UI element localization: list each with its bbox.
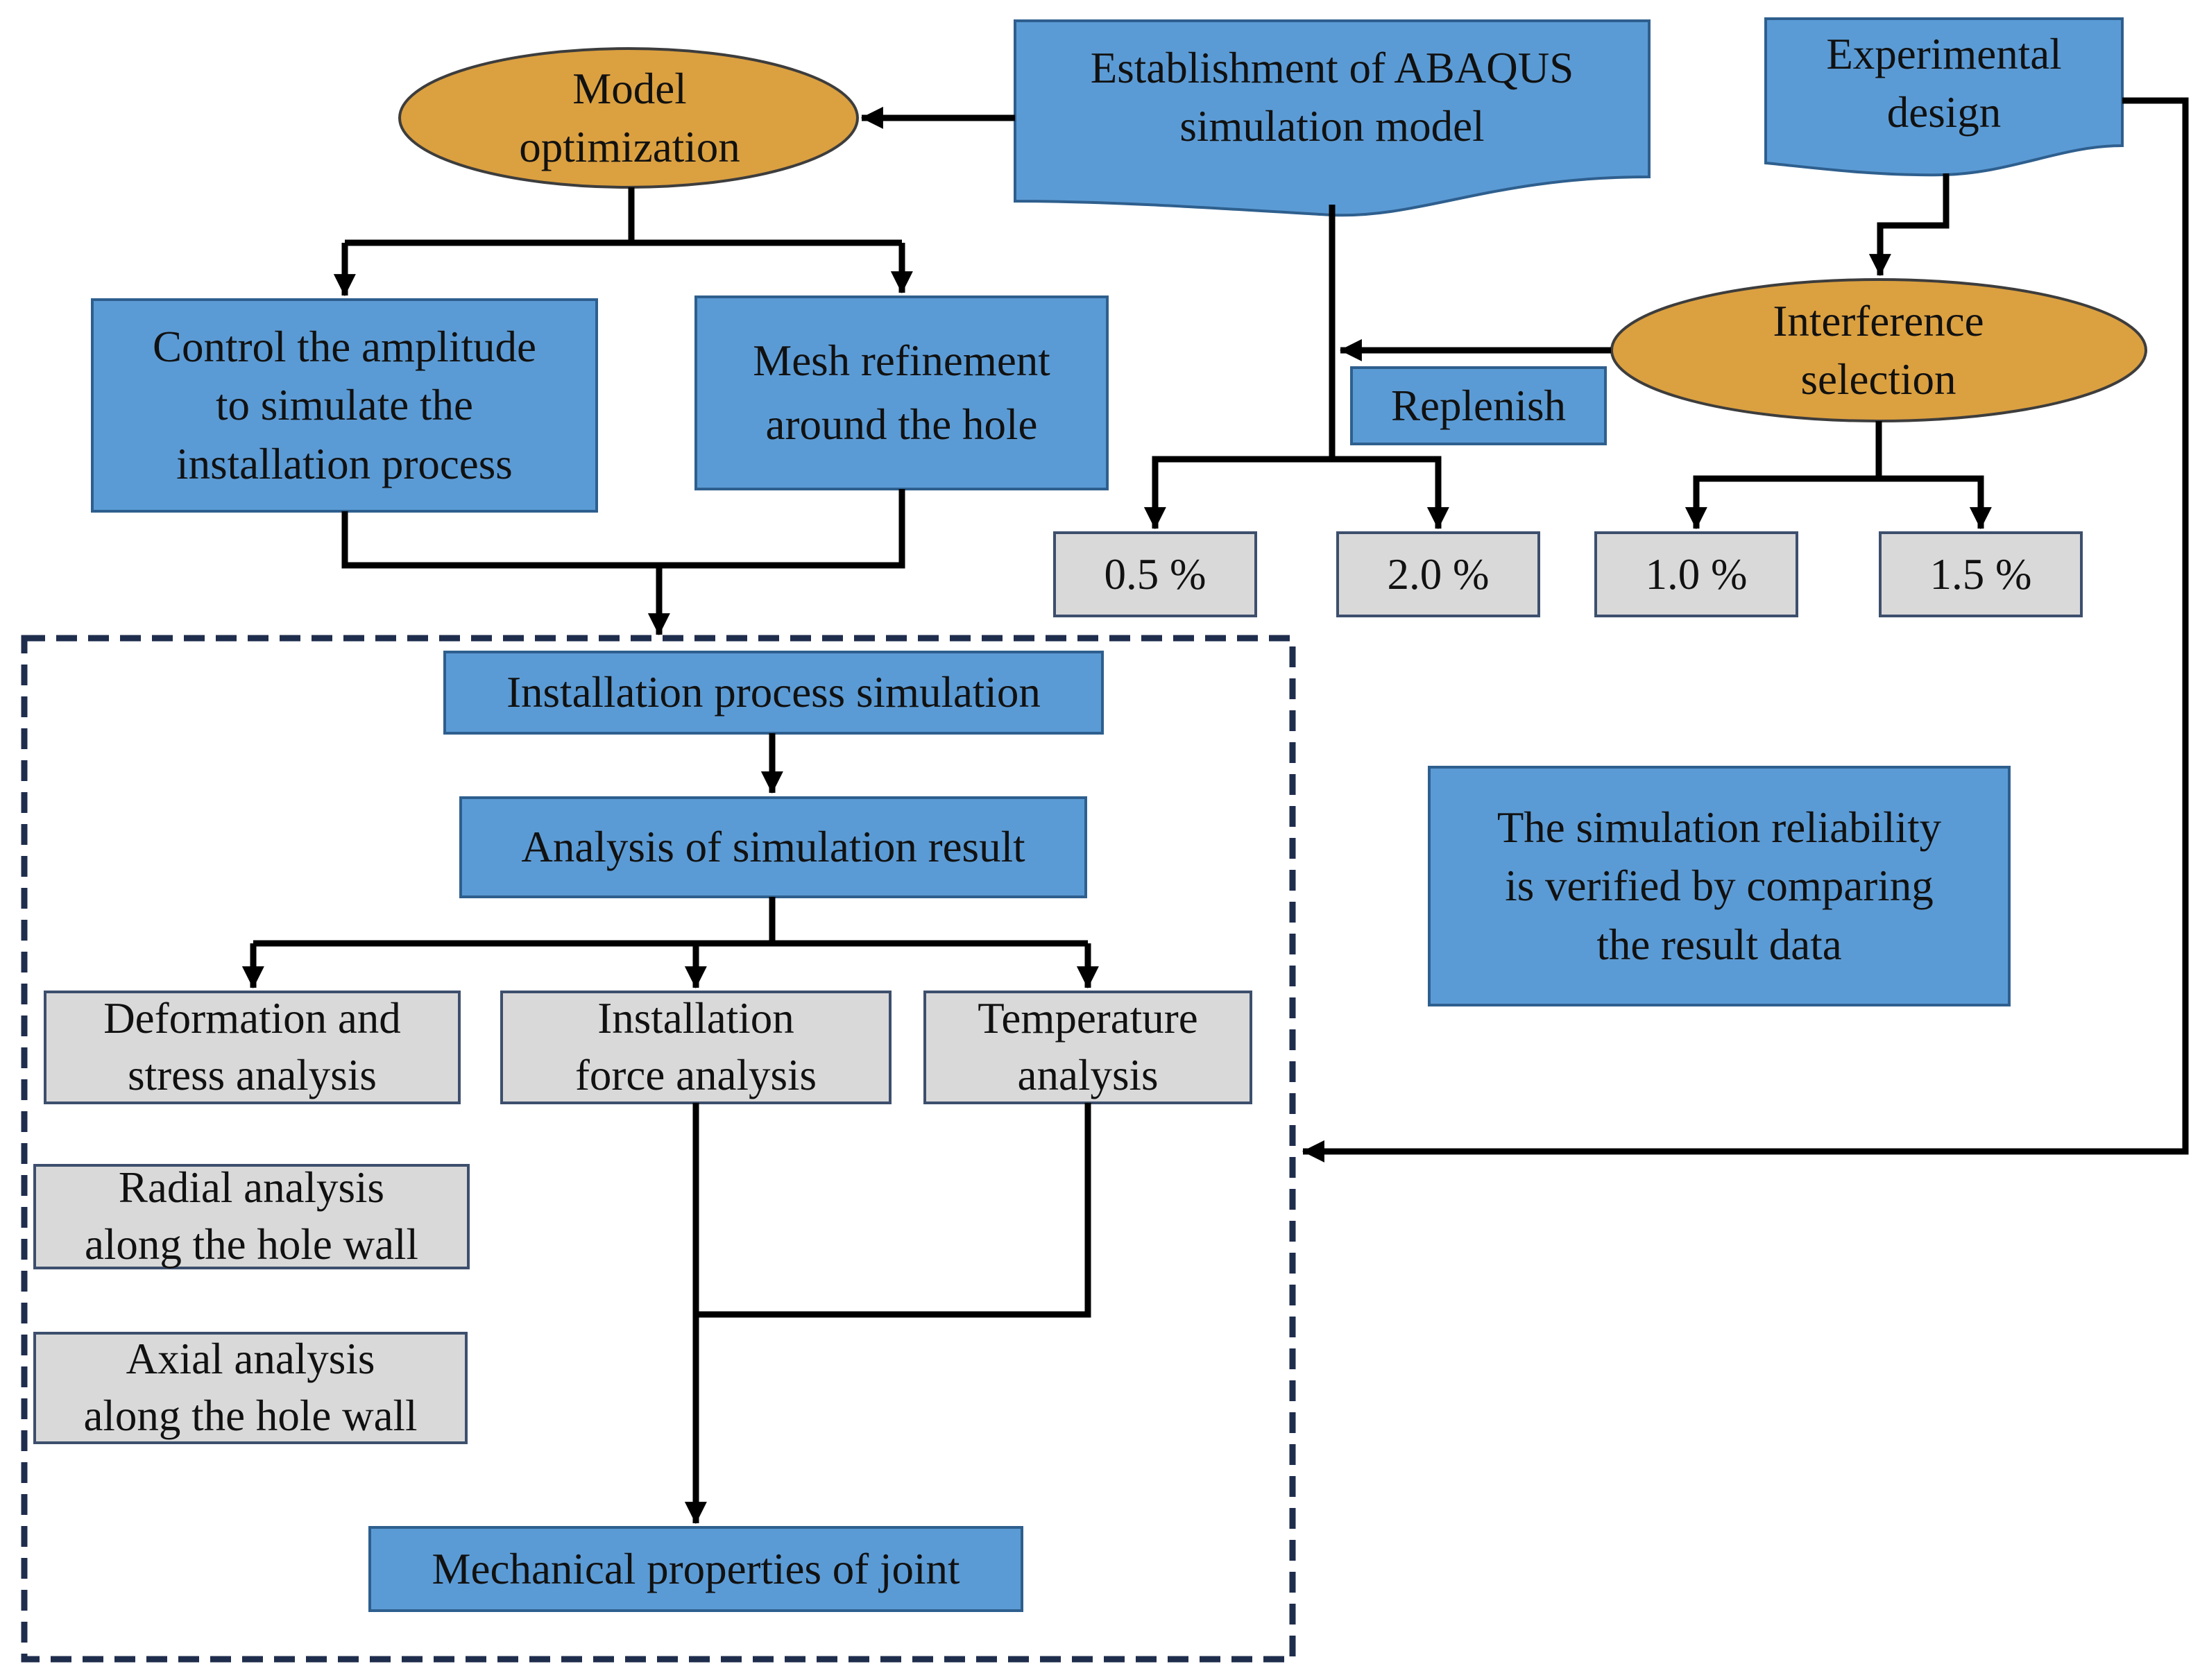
arrow-to-1-0 xyxy=(1685,475,1879,530)
pct-0-5-label: 0.5 % xyxy=(1104,549,1206,599)
arrow-to-control-amplitude xyxy=(345,239,902,295)
installation-force-box xyxy=(500,991,892,1104)
experimental-design-label: Experimental design xyxy=(1826,29,2062,137)
interference-selection-label: Interference selection xyxy=(1773,296,1984,404)
line-temperature-down xyxy=(696,1103,1091,1318)
analysis-result-box xyxy=(459,796,1087,898)
pct-0-5-box xyxy=(1053,531,1257,617)
pct-2-0-label: 2.0 % xyxy=(1387,549,1490,599)
arrow-to-1-5 xyxy=(1879,475,1992,530)
mechanical-properties-label: Mechanical properties of joint xyxy=(432,1544,960,1593)
experimental-design-document-shape xyxy=(1764,17,2124,177)
mechanical-properties-box xyxy=(368,1526,1023,1612)
installation-simulation-label: Installation process simulation xyxy=(506,668,1041,717)
installation-simulation-box xyxy=(443,651,1104,735)
control-amplitude-box xyxy=(91,298,598,513)
axial-analysis-box xyxy=(33,1332,468,1444)
deformation-stress-label: Deformation and stress analysis xyxy=(103,994,401,1099)
analysis-result-label: Analysis of simulation result xyxy=(521,823,1025,872)
abaqus-model-label: Establishment of ABAQUS simulation model xyxy=(1090,43,1574,151)
pct-1-5-label: 1.5 % xyxy=(1929,549,2032,599)
replenish-box xyxy=(1350,366,1607,445)
replenish-label: Replenish xyxy=(1391,381,1566,430)
axial-analysis-label: Axial analysis along the hole wall xyxy=(83,1335,418,1440)
connector-lines xyxy=(253,97,2189,1525)
arrow-experimental-to-interference xyxy=(1868,173,1950,277)
pct-1-0-label: 1.0 % xyxy=(1645,549,1748,599)
arrow-to-2-0 xyxy=(1332,456,1449,530)
reliability-note-box xyxy=(1428,766,2011,1006)
temperature-box xyxy=(923,991,1252,1104)
pct-1-0-box xyxy=(1594,531,1798,617)
radial-analysis-label: Radial analysis along the hole wall xyxy=(84,1163,419,1269)
arrow-experimental-to-frame xyxy=(1302,97,2189,1163)
simulation-analysis-frame xyxy=(21,635,1296,1663)
arrow-to-0-5 xyxy=(1143,456,1332,530)
temperature-label: Temperature analysis xyxy=(978,994,1198,1099)
installation-force-label: Installation force analysis xyxy=(574,994,817,1099)
radial-analysis-box xyxy=(33,1164,470,1269)
arrow-to-deformation xyxy=(253,940,1088,988)
model-optimization-label: Model optimization xyxy=(519,64,740,171)
line-control-down xyxy=(341,489,905,569)
control-amplitude-label: Control the amplitude to simulate the in… xyxy=(153,322,536,488)
mesh-refinement-label: Mesh refinement around the hole xyxy=(753,336,1050,449)
pct-1-5-box xyxy=(1879,531,2083,617)
pct-2-0-box xyxy=(1336,531,1540,617)
reliability-note-label: The simulation reliability is verified b… xyxy=(1496,803,1942,969)
